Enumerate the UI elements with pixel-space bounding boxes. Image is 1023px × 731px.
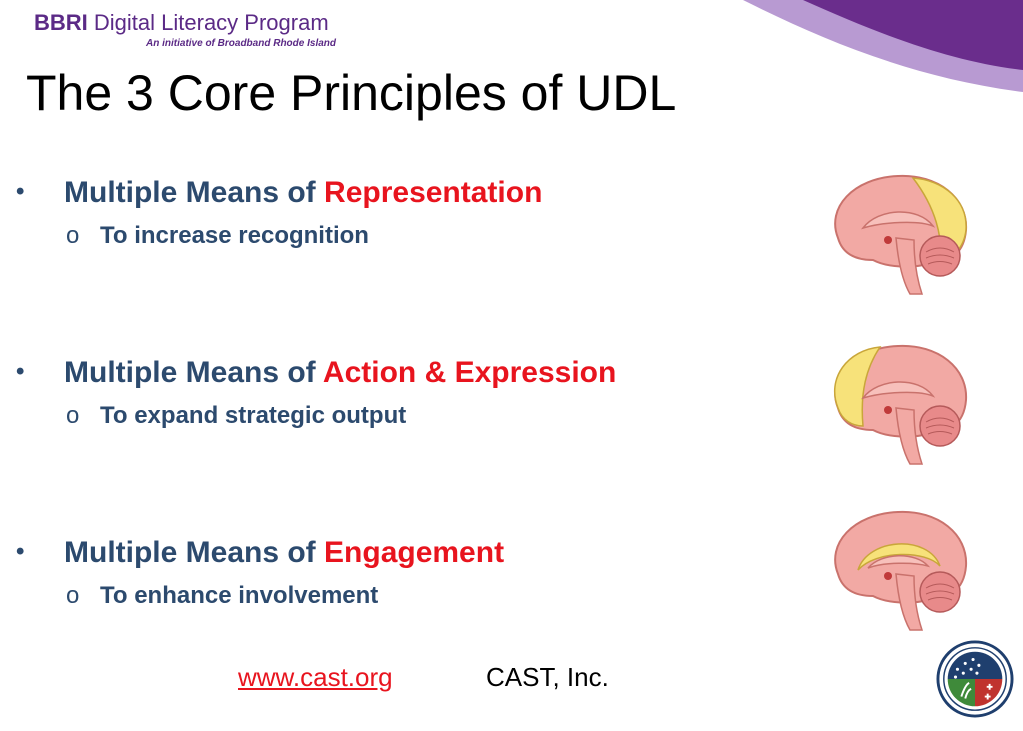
principle-detail-text: To expand strategic output bbox=[100, 402, 407, 429]
principle-detail: o To increase recognition bbox=[66, 222, 542, 250]
brain-icon bbox=[834, 510, 968, 631]
principle-prefix: Multiple Means of bbox=[64, 356, 316, 389]
principle-highlight: Engagement bbox=[324, 536, 505, 569]
footer-credit: CAST, Inc. bbox=[486, 662, 609, 692]
principle-item: • Multiple Means of Representation o To in… bbox=[16, 176, 542, 250]
sub-bullet-icon: o bbox=[66, 222, 80, 249]
bullet-icon: • bbox=[16, 538, 25, 565]
cast-website-link[interactable]: www.cast.org bbox=[238, 662, 393, 692]
logo-tagline: An initiative of Broadband Rhode Island bbox=[146, 38, 337, 49]
principle-prefix: Multiple Means of bbox=[64, 176, 316, 209]
brain-icon bbox=[833, 344, 968, 465]
logo-text: BBRI Digital Literacy Program bbox=[34, 10, 336, 36]
principle-heading: • Multiple Means of Engagement bbox=[16, 536, 504, 570]
header-swoosh bbox=[743, 0, 1023, 92]
principle-item: • Multiple Means of Engagement o To enhanc… bbox=[16, 536, 504, 610]
brain-icon bbox=[834, 174, 968, 295]
principle-detail-text: To increase recognition bbox=[100, 222, 369, 249]
principle-detail: o To enhance involvement bbox=[66, 582, 504, 610]
principle-heading: • Multiple Means of Action & Expression bbox=[16, 356, 616, 390]
principle-detail: o To expand strategic output bbox=[66, 402, 616, 430]
principle-heading: • Multiple Means of Representation bbox=[16, 176, 542, 210]
logo-brand: BBRI bbox=[34, 10, 88, 35]
bullet-icon: • bbox=[16, 358, 25, 385]
program-logo: BBRI Digital Literacy Program An initiat… bbox=[34, 10, 336, 49]
principle-prefix: Multiple Means of bbox=[64, 536, 316, 569]
bullet-icon: • bbox=[16, 178, 25, 205]
principle-detail-text: To enhance involvement bbox=[100, 582, 379, 609]
principle-highlight: Action & Expression bbox=[322, 356, 617, 389]
sub-bullet-icon: o bbox=[66, 402, 80, 429]
sub-bullet-icon: o bbox=[66, 582, 80, 609]
recovery-seal-icon bbox=[936, 640, 1014, 718]
principle-item: • Multiple Means of Action & Expression o… bbox=[16, 356, 616, 430]
principle-highlight: Representation bbox=[324, 176, 543, 209]
slide-title: The 3 Core Principles of UDL bbox=[26, 65, 677, 121]
logo-program: Digital Literacy Program bbox=[93, 10, 329, 35]
